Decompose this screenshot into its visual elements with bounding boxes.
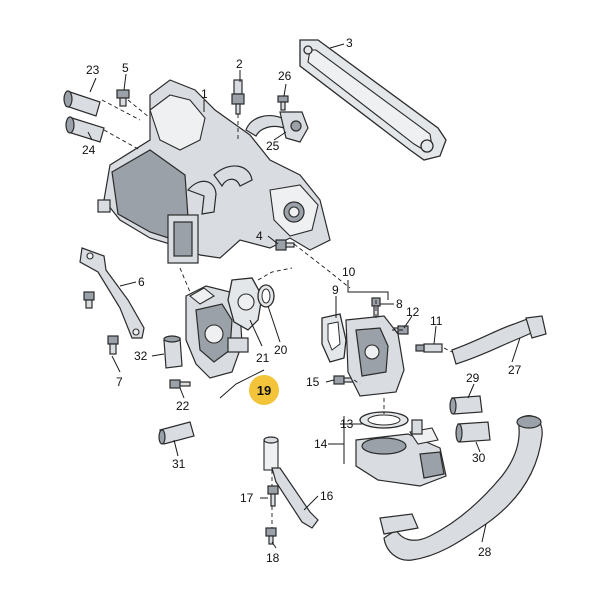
flange-housing-part-10 <box>345 315 405 397</box>
callout-3[interactable]: 3 <box>346 36 353 50</box>
callout-11[interactable]: 11 <box>430 314 443 328</box>
callout-7[interactable]: 7 <box>116 375 123 389</box>
bolt-part-26 <box>277 95 289 111</box>
clamp-part-23 <box>63 90 101 117</box>
egr-valve-part-19 <box>185 285 249 379</box>
callout-23[interactable]: 23 <box>86 63 100 77</box>
callout-29[interactable]: 29 <box>466 371 480 385</box>
callout-25[interactable]: 25 <box>266 139 280 153</box>
callout-19-highlight[interactable]: 19 <box>249 375 279 405</box>
callout-27[interactable]: 27 <box>508 363 522 377</box>
callout-5[interactable]: 5 <box>122 61 129 75</box>
bolt-part-17 <box>267 485 279 507</box>
callout-15[interactable]: 15 <box>306 375 320 389</box>
bolt-part-5 <box>116 89 130 107</box>
clamp-part-24 <box>65 116 105 143</box>
callout-4[interactable]: 4 <box>256 229 263 243</box>
seal-ring-part-20 <box>257 284 275 308</box>
sensor-part-2 <box>231 79 245 115</box>
callout-30[interactable]: 30 <box>472 451 486 465</box>
callout-16[interactable]: 16 <box>320 489 334 503</box>
callout-2[interactable]: 2 <box>236 57 243 71</box>
bolt-part-7-upper <box>83 291 95 309</box>
callout-20[interactable]: 20 <box>274 343 288 357</box>
gasket-part-3 <box>299 39 447 161</box>
clamp-part-30 <box>455 421 491 443</box>
gasket-part-21 <box>227 277 263 331</box>
callout-24[interactable]: 24 <box>82 143 96 157</box>
callout-17[interactable]: 17 <box>240 491 254 505</box>
bolt-part-18 <box>265 527 277 545</box>
highlight-marker <box>249 375 279 405</box>
callout-19[interactable]: 19 <box>257 383 271 398</box>
callout-8[interactable]: 8 <box>396 297 403 311</box>
seal-ring-part-13 <box>359 411 409 429</box>
callout-13[interactable]: 13 <box>340 417 354 431</box>
callout-22[interactable]: 22 <box>176 399 190 413</box>
callout-12[interactable]: 12 <box>406 305 420 319</box>
egr-cooler-part-1 <box>97 79 331 264</box>
bolt-part-7 <box>107 335 119 355</box>
callout-14[interactable]: 14 <box>314 437 328 451</box>
callout-18[interactable]: 18 <box>266 551 280 565</box>
assembly-lines <box>101 99 453 528</box>
callout-21[interactable]: 21 <box>256 351 270 365</box>
callout-10[interactable]: 10 <box>342 265 356 279</box>
callout-32[interactable]: 32 <box>134 349 148 363</box>
sensor-part-11 <box>415 343 443 353</box>
gasket-part-9 <box>321 313 347 363</box>
clamp-part-29 <box>449 395 483 415</box>
hose-part-25 <box>245 111 309 143</box>
callout-labels: 3 1 2 5 23 24 26 25 4 6 7 10 9 8 12 11 2… <box>82 36 522 565</box>
bracket-part-16 <box>263 436 319 529</box>
bracket-part-6 <box>79 247 145 339</box>
clamp-part-32 <box>163 335 183 369</box>
callout-1[interactable]: 1 <box>201 87 208 101</box>
callout-9[interactable]: 9 <box>332 283 339 297</box>
bolt-part-22 <box>169 379 191 389</box>
clamp-part-31 <box>158 421 195 445</box>
leader-lines <box>87 43 521 549</box>
callout-6[interactable]: 6 <box>138 275 145 289</box>
callout-28[interactable]: 28 <box>478 545 492 559</box>
cooler-assembly-part-14 <box>355 419 447 487</box>
callout-26[interactable]: 26 <box>278 69 292 83</box>
hose-part-27 <box>451 315 547 365</box>
pipe-part-28 <box>379 415 543 561</box>
bolt-part-4 <box>275 239 295 251</box>
callout-31[interactable]: 31 <box>172 457 186 471</box>
